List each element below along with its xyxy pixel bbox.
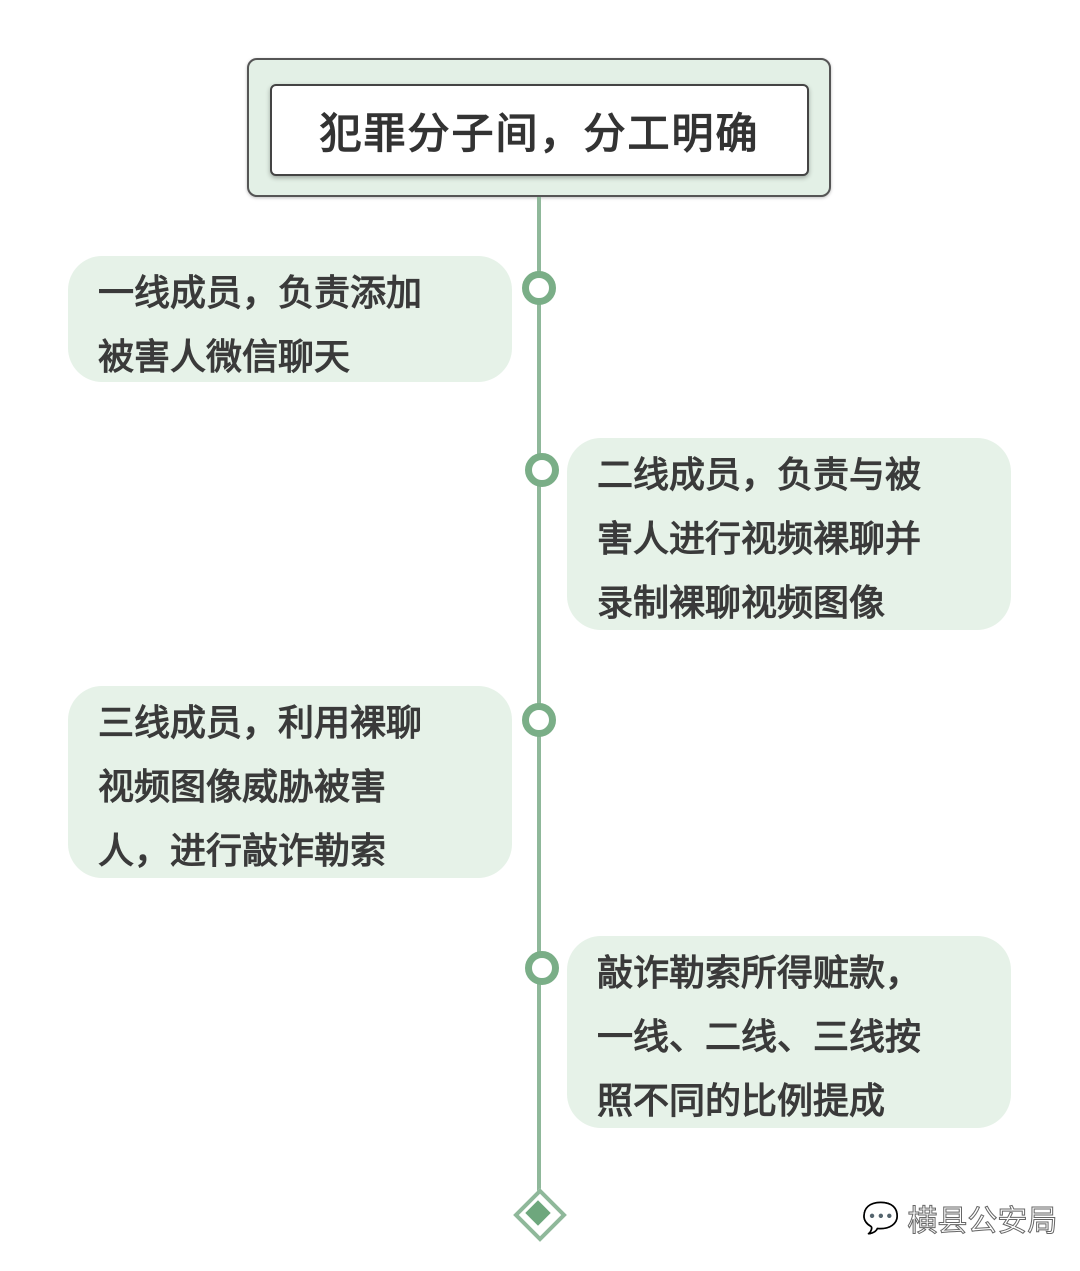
watermark-text: 横县公安局 xyxy=(907,1204,1058,1240)
watermark: 💬 横县公安局 xyxy=(861,1196,1058,1240)
step-card-1: 一线成员，负责添加 被害人微信聊天 xyxy=(68,256,512,382)
wechat-icon: 💬 xyxy=(861,1200,900,1236)
step-card-4: 敲诈勒索所得赃款， 一线、二线、三线按 照不同的比例提成 xyxy=(567,936,1011,1128)
timeline-line xyxy=(537,197,541,1197)
timeline-node-3 xyxy=(522,703,556,737)
diagram-title: 犯罪分子间，分工明确 xyxy=(270,84,809,176)
step-card-3: 三线成员，利用裸聊 视频图像威胁被害 人，进行敲诈勒索 xyxy=(68,686,512,878)
step-card-2: 二线成员，负责与被 害人进行视频裸聊并 录制裸聊视频图像 xyxy=(567,438,1011,630)
timeline-node-2 xyxy=(525,453,559,487)
timeline-node-1 xyxy=(522,271,556,305)
timeline-node-4 xyxy=(525,951,559,985)
